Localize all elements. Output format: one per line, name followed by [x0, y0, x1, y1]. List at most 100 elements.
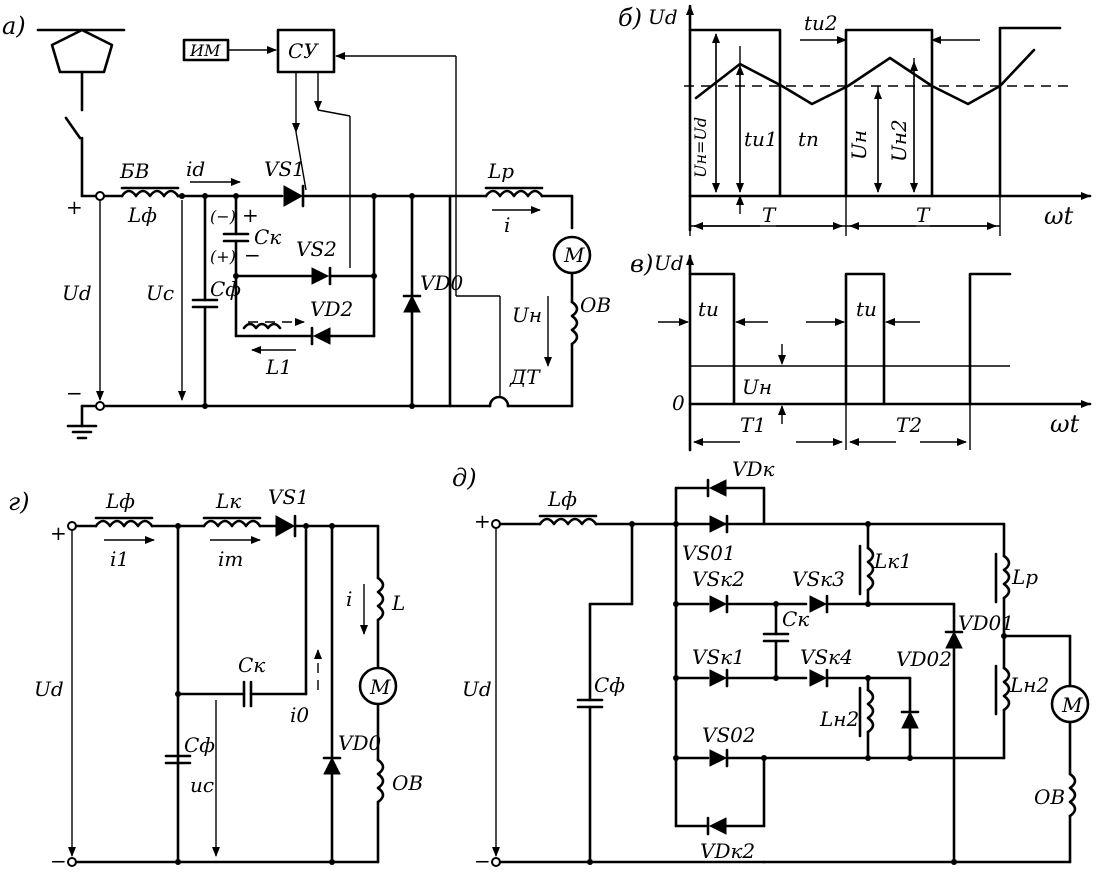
label-i-g: i [346, 587, 352, 611]
label-vd01: VD01 [958, 611, 1014, 635]
vdk2-diode-icon [708, 817, 727, 835]
lk1-inductor-icon [866, 546, 875, 592]
label-cf-g: Cф [184, 733, 215, 757]
label-bv: БВ [119, 159, 149, 183]
panel-a-circuit: а) [2, 12, 611, 440]
label-ov-a: ОВ [580, 293, 611, 317]
pantograph-icon [36, 28, 126, 198]
label-i1: i1 [110, 547, 129, 571]
vd02-diode-icon [901, 710, 919, 729]
label-ck-minus: − [244, 243, 261, 267]
label-dt: ДТ [509, 365, 541, 389]
vsk3-thyristor-icon [809, 595, 828, 613]
panel-b-waveform: б) Ud tи2 Uн=Ud tи1 tп Uн Uн2 T T ωt [618, 4, 1092, 236]
label-vd02: VD02 [896, 647, 952, 671]
label-m-d: M [1061, 693, 1083, 717]
label-vs01: VS01 [682, 541, 736, 565]
label-wt-v: ωt [1050, 410, 1080, 438]
lh2-inductor-bridge-icon [866, 688, 875, 734]
vsk1-thyristor-icon [709, 669, 728, 687]
dt-sensor-icon [488, 395, 510, 408]
label-ck-g: Cк [238, 653, 265, 677]
label-ck-d: Cк [782, 607, 809, 631]
label-lp-a: Lp [487, 159, 514, 183]
label-id: id [186, 157, 205, 181]
vs1-thyristor-icon [283, 185, 304, 207]
label-plus-g: + [50, 521, 67, 545]
vs2-thyristor-icon [311, 267, 330, 285]
vdk-diode-icon [708, 479, 727, 497]
vd0-diode-g-icon [323, 756, 341, 775]
vs01-thyristor-icon [709, 515, 728, 533]
panel-v-waveform: в) Ud tи tи Uн 0 T1 T2 ωt [630, 250, 1092, 452]
label-vsk2: VSк2 [692, 567, 745, 591]
label-tu1: tи1 [744, 127, 778, 151]
label-uc-g: uc [190, 773, 214, 797]
label-ud-b: Ud [648, 5, 678, 29]
label-uc-a: Uc [146, 281, 174, 305]
label-ck-plus: + [242, 203, 259, 227]
ov-winding-d-icon [1068, 772, 1077, 818]
su-control-box [276, 28, 336, 74]
lf-inductor-g-icon [94, 519, 154, 528]
vd2-diode-icon [312, 327, 331, 345]
ov-winding-g-icon [376, 758, 385, 804]
label-t-b2: T [916, 203, 931, 227]
label-zero-v: 0 [672, 391, 685, 415]
lp-inductor-icon [484, 189, 544, 198]
label-minus-a: − [66, 381, 83, 405]
label-vd0-a: VD0 [420, 271, 463, 295]
vs1-thyristor-g-icon [275, 515, 296, 537]
label-su: СУ [288, 39, 319, 63]
label-cf-d: Cф [594, 673, 625, 697]
label-vdk2: VDк2 [700, 839, 755, 863]
vsk4-thyristor-icon [809, 669, 828, 687]
label-lh2-bridge: Lн2 [819, 707, 859, 731]
label-uh2-b: Uн2 [887, 119, 911, 162]
label-i-a: i [504, 213, 510, 237]
label-m-g: M [369, 675, 391, 699]
label-minus-d: − [474, 849, 491, 872]
label-vs2: VS2 [296, 237, 337, 261]
label-cminus: (−) [210, 207, 236, 226]
label-uh-b: Uн [847, 130, 871, 160]
lf-inductor-d-icon [538, 517, 598, 526]
panel-d-tag: д) [452, 464, 477, 492]
label-lk1: Lк1 [873, 549, 912, 573]
label-vsk4: VSк4 [800, 645, 853, 669]
label-plus-d: + [474, 509, 491, 533]
label-vsk3: VSк3 [792, 567, 845, 591]
ov-winding-icon [570, 300, 579, 346]
label-uh-v: Uн [742, 375, 772, 399]
label-ud-d: Ud [462, 677, 492, 701]
label-tp: tп [798, 127, 819, 151]
label-wt-b: ωt [1044, 202, 1074, 230]
panel-g-circuit: г) + [8, 485, 423, 872]
lp-inductor-d-icon [1002, 554, 1011, 600]
vs02-thyristor-icon [709, 749, 728, 767]
label-vs1-a: VS1 [264, 157, 305, 181]
label-vd2: VD2 [310, 297, 353, 321]
label-lp-d: Lp [1011, 565, 1038, 589]
lk-inductor-g-icon [202, 519, 262, 528]
label-uh-ud: Uн=Ud [691, 117, 710, 178]
junction-dots [175, 193, 1007, 865]
label-vd0-g: VD0 [338, 731, 381, 755]
label-ti-v2: tи [856, 297, 877, 321]
label-l1: L1 [265, 355, 292, 379]
panel-v-tag: в) [630, 250, 653, 278]
label-ud-a: Ud [62, 281, 92, 305]
label-t-b1: T [762, 203, 777, 227]
label-vs1-g: VS1 [268, 485, 309, 509]
label-ud-g: Ud [34, 677, 64, 701]
vd0-diode-icon [403, 294, 421, 313]
panel-d-circuit: д) [452, 457, 1090, 872]
label-minus-g: − [50, 849, 67, 872]
label-m-a: M [563, 243, 585, 267]
label-lf-a: Lф [127, 203, 157, 227]
label-vdk: VDк [732, 457, 774, 481]
panel-b-tag: б) [618, 4, 642, 32]
l-inductor-g-icon [376, 576, 385, 622]
label-cplus: (+) [210, 247, 236, 266]
